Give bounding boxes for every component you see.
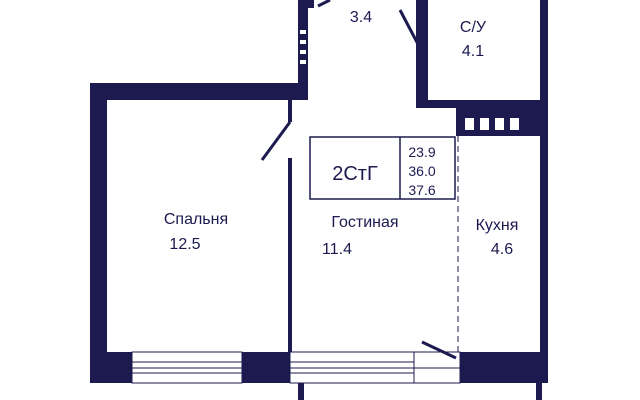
bedroom-window: [131, 351, 243, 384]
doors: [260, 0, 457, 360]
kitchen-name: Кухня: [476, 217, 519, 234]
vent-openings: [465, 118, 519, 130]
area-value: 37.6: [408, 182, 435, 198]
bedroom-area: 12.5: [169, 236, 200, 253]
bathroom-name: С/У: [460, 19, 487, 36]
apartment-type-code: 2СтГ: [332, 163, 378, 185]
wall-slots: [300, 30, 306, 64]
bathroom-area: 4.1: [462, 43, 484, 60]
area-value: 23.9: [408, 144, 435, 160]
area-info-box: 2СтГ 23.9 36.0 37.6: [309, 136, 456, 200]
living-window: [289, 351, 415, 384]
bedroom-name: Спальня: [164, 211, 228, 228]
corridor-area: 3.4: [350, 9, 372, 26]
living-name: Гостиная: [331, 214, 398, 231]
living-area: 11.4: [322, 241, 352, 258]
kitchen-area: 4.6: [491, 241, 513, 258]
room-labels: 3.4 С/У 4.1 Спальня 12.5 Гостиная 11.4 К…: [164, 9, 519, 258]
walls: [90, 0, 548, 400]
area-value: 36.0: [408, 163, 435, 179]
